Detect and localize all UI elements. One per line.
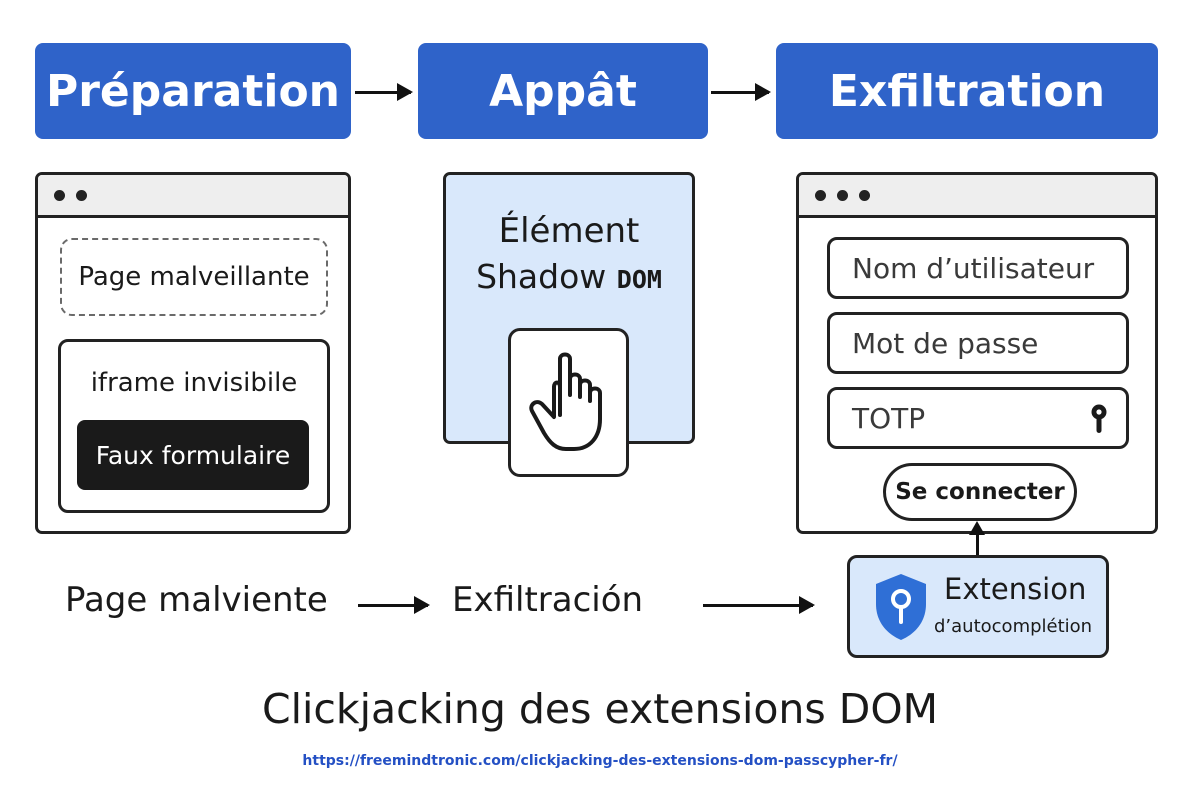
fake-form-button: Faux formulaire xyxy=(77,420,309,490)
click-card xyxy=(508,328,629,477)
extension-subtitle: d’autocomplétion xyxy=(934,616,1093,637)
shadow-word: Shadow xyxy=(476,257,607,296)
shield-key-icon xyxy=(876,574,926,640)
arrow-flow-2 xyxy=(703,596,815,614)
key-icon xyxy=(1091,404,1107,433)
invisible-iframe-box: iframe invisibile Faux formulaire xyxy=(58,339,330,513)
dom-word: DOM xyxy=(616,265,662,294)
stage-preparation: Préparation xyxy=(35,43,351,139)
window-dot-icon xyxy=(76,189,87,201)
username-field[interactable]: Nom d’utilisateur xyxy=(827,237,1129,299)
pointer-hand-icon xyxy=(528,352,602,451)
password-field[interactable]: Mot de passe xyxy=(827,312,1129,374)
window-title-bar xyxy=(799,175,1155,218)
shadow-dom-label: Shadow DOM xyxy=(446,257,692,296)
extension-title: Extension xyxy=(944,572,1087,606)
arrow-flow-1 xyxy=(358,596,430,614)
iframe-label: iframe invisibile xyxy=(90,368,298,398)
source-url-link[interactable]: https://freemindtronic.com/clickjacking-… xyxy=(302,753,898,769)
autocomplete-extension-box: Extension d’autocomplétion xyxy=(847,555,1109,658)
totp-field[interactable]: TOTP xyxy=(827,387,1129,449)
username-placeholder: Nom d’utilisateur xyxy=(852,251,1095,285)
password-placeholder: Mot de passe xyxy=(852,326,1039,360)
arrow-preparation-to-bait xyxy=(355,83,413,101)
arrow-bait-to-exfiltration xyxy=(711,83,771,101)
diagram-title: Clickjacking des extensions DOM xyxy=(261,685,939,733)
flow-step-malicious-page: Page malviente xyxy=(65,580,328,620)
window-dot-icon xyxy=(837,189,848,201)
login-button[interactable]: Se connecter xyxy=(883,463,1077,521)
arrow-extension-to-login xyxy=(969,521,985,556)
flow-step-exfiltration: Exfiltración xyxy=(452,580,644,620)
window-dot-icon xyxy=(859,189,870,201)
malicious-page-box: Page malveillante xyxy=(60,238,328,316)
window-title-bar xyxy=(38,175,348,218)
shadow-element-label: Élément xyxy=(498,211,640,251)
preparation-browser-window: Page malveillante iframe invisibile Faux… xyxy=(35,172,351,534)
stage-bait: Appât xyxy=(418,43,708,139)
window-dot-icon xyxy=(54,189,65,201)
login-browser-window: Nom d’utilisateur Mot de passe TOTP Se c… xyxy=(796,172,1158,534)
stage-exfiltration: Exfiltration xyxy=(776,43,1158,139)
window-dot-icon xyxy=(815,189,826,201)
totp-placeholder: TOTP xyxy=(852,401,926,435)
